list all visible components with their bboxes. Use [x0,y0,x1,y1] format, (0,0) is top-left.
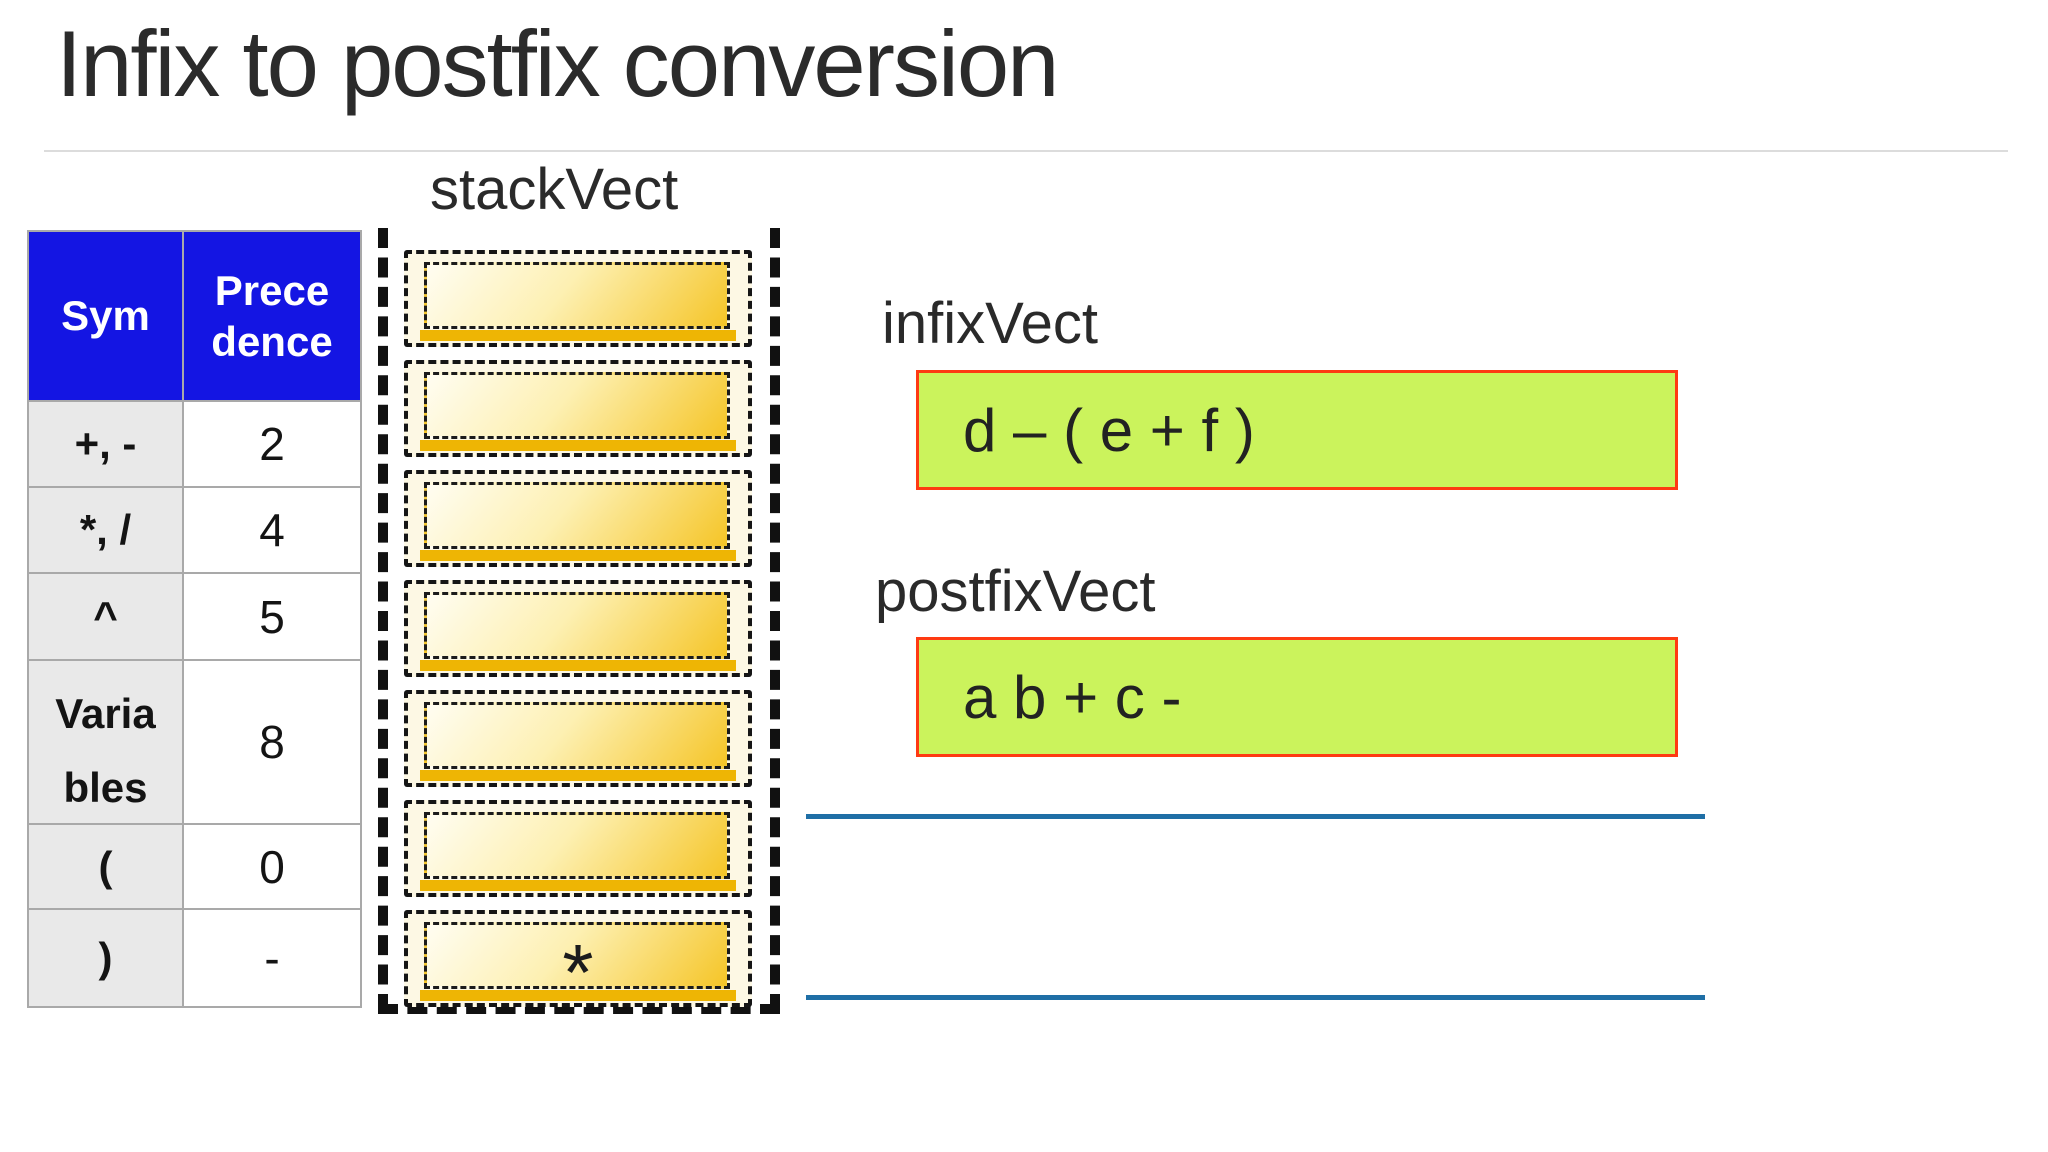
sym-cell: +, - [27,400,184,488]
infixvect-label: infixVect [882,291,1098,356]
header-precedence-line1: Prece [214,266,330,314]
stack-slot-bevel [420,660,736,671]
sym-cell: ^ [27,572,184,661]
sym-cell: *, / [27,486,184,574]
stack-slot-face [424,922,730,989]
table-header-precedence: Prece dence [182,230,362,402]
infix-expression: d – ( e + f ) [963,396,1255,464]
table-row: ( 0 [27,823,362,910]
stack-slot-face [424,702,730,769]
stack-slot-3 [404,470,752,567]
stack-slot-1 [404,250,752,347]
stack-slot-face [424,372,730,439]
stackvect-label: stackVect [430,157,679,222]
stack-top-value: * [562,927,594,1017]
stack-slot-bevel [420,770,736,781]
stackvect-container [378,228,780,1014]
postfixvect-label: postfixVect [875,559,1156,624]
sym-cell: ) [27,908,184,1008]
stack-slot-7-top: * [404,910,752,1017]
infixvect-box: d – ( e + f ) [916,370,1678,490]
precedence-cell: 8 [182,659,362,825]
stack-slot-5 [404,690,752,787]
stack-slot-face [424,482,730,549]
divider-line-1 [806,814,1705,819]
table-row: ^ 5 [27,572,362,661]
postfixvect-box: a b + c - [916,637,1678,757]
stack-slot-face [424,592,730,659]
table-header-row: Sym Prece dence [27,230,362,402]
stack-slot-4 [404,580,752,677]
title-divider [44,150,2008,152]
precedence-cell: 4 [182,486,362,574]
stack-slot-2 [404,360,752,457]
table-header-sym: Sym [27,230,184,402]
stack-slot-face [424,262,730,329]
stack-slot-6 [404,800,752,897]
postfix-expression: a b + c - [963,663,1182,731]
variables-line2: bles [63,764,148,811]
stack-slot-face [424,812,730,879]
page-title: Infix to postfix conversion [56,11,1059,116]
table-row: ) - [27,908,362,1008]
precedence-cell: 5 [182,572,362,661]
divider-line-2 [806,995,1705,1000]
stack-slot-bevel [420,440,736,451]
precedence-cell: - [182,908,362,1008]
sym-cell-variables: Varia bles [27,659,184,825]
variables-line1: Varia [55,690,156,737]
header-precedence-line2: dence [211,318,333,365]
stack-slot-bevel [420,880,736,891]
precedence-cell: 0 [182,823,362,910]
sym-cell: ( [27,823,184,910]
stack-slot-bevel [420,990,736,1001]
precedence-cell: 2 [182,400,362,488]
stack-slot-bevel [420,550,736,561]
table-row: *, / 4 [27,486,362,574]
variables-clipped-text: Varia bles [29,661,182,823]
precedence-table: Sym Prece dence +, - 2 *, / 4 ^ 5 Varia … [27,230,362,1008]
table-row: +, - 2 [27,400,362,488]
table-row: Varia bles 8 [27,659,362,825]
stack-slot-bevel [420,330,736,341]
